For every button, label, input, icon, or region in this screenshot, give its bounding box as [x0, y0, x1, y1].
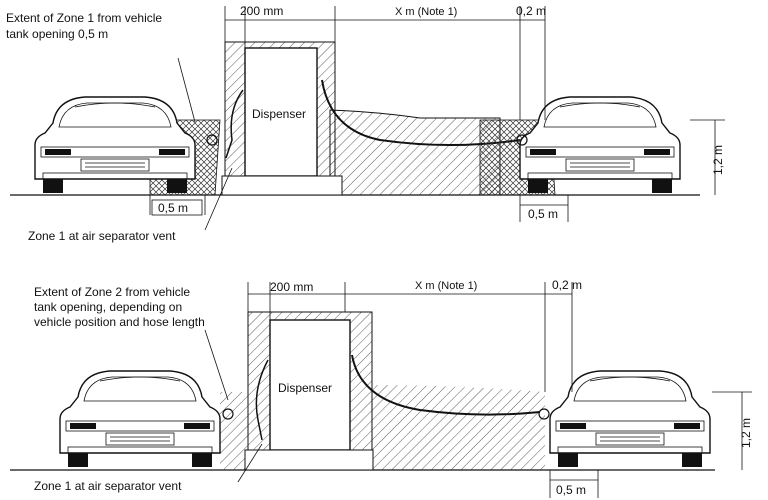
dim-x-top: X m (Note 1)	[395, 6, 457, 18]
dim-05m-left-top: 0,5 m	[158, 201, 188, 215]
note-vent-bottom: Zone 1 at air separator vent	[34, 479, 182, 493]
note-vent-top: Zone 1 at air separator vent	[28, 229, 176, 243]
note-zone-extent-top-1: Extent of Zone 1 from vehicle	[6, 11, 162, 25]
vehicle-right-top	[519, 96, 681, 194]
dim-height-bottom: 1,2 m	[739, 418, 753, 448]
dim-200mm-bottom: 200 mm	[270, 280, 313, 294]
dim-height-top: 1,2 m	[711, 145, 725, 175]
note-zone-extent-bottom-1: Extent of Zone 2 from vehicle	[34, 285, 190, 299]
note-zone-extent-bottom-2: tank opening, depending on	[34, 300, 182, 314]
dim-05m-bottom: 0,5 m	[556, 483, 586, 497]
bottom-diagram: Dispenser 200 mm X m (Note 1) 0,2 m 1,2 …	[10, 278, 753, 498]
vehicle-left-bottom	[59, 370, 221, 468]
vehicle-left-top	[34, 96, 196, 194]
dim-x-bottom: X m (Note 1)	[415, 280, 477, 292]
dim-02m-bottom: 0,2 m	[552, 278, 582, 292]
dim-02m-top: 0,2 m	[516, 4, 546, 18]
top-diagram: Dispenser 200 mm X m (Note 1) 0,2 m 1,2 …	[6, 4, 725, 243]
dim-05m-right-top: 0,5 m	[528, 207, 558, 221]
note-zone-extent-bottom-3: vehicle position and hose length	[34, 315, 205, 329]
vehicle-right-bottom	[549, 370, 711, 468]
dispenser-label-top: Dispenser	[252, 107, 306, 121]
dispenser-label-bottom: Dispenser	[278, 381, 332, 395]
dim-200mm-top: 200 mm	[240, 4, 283, 18]
note-zone-extent-top-2: tank opening 0,5 m	[6, 27, 108, 41]
dispenser-top	[244, 47, 318, 177]
